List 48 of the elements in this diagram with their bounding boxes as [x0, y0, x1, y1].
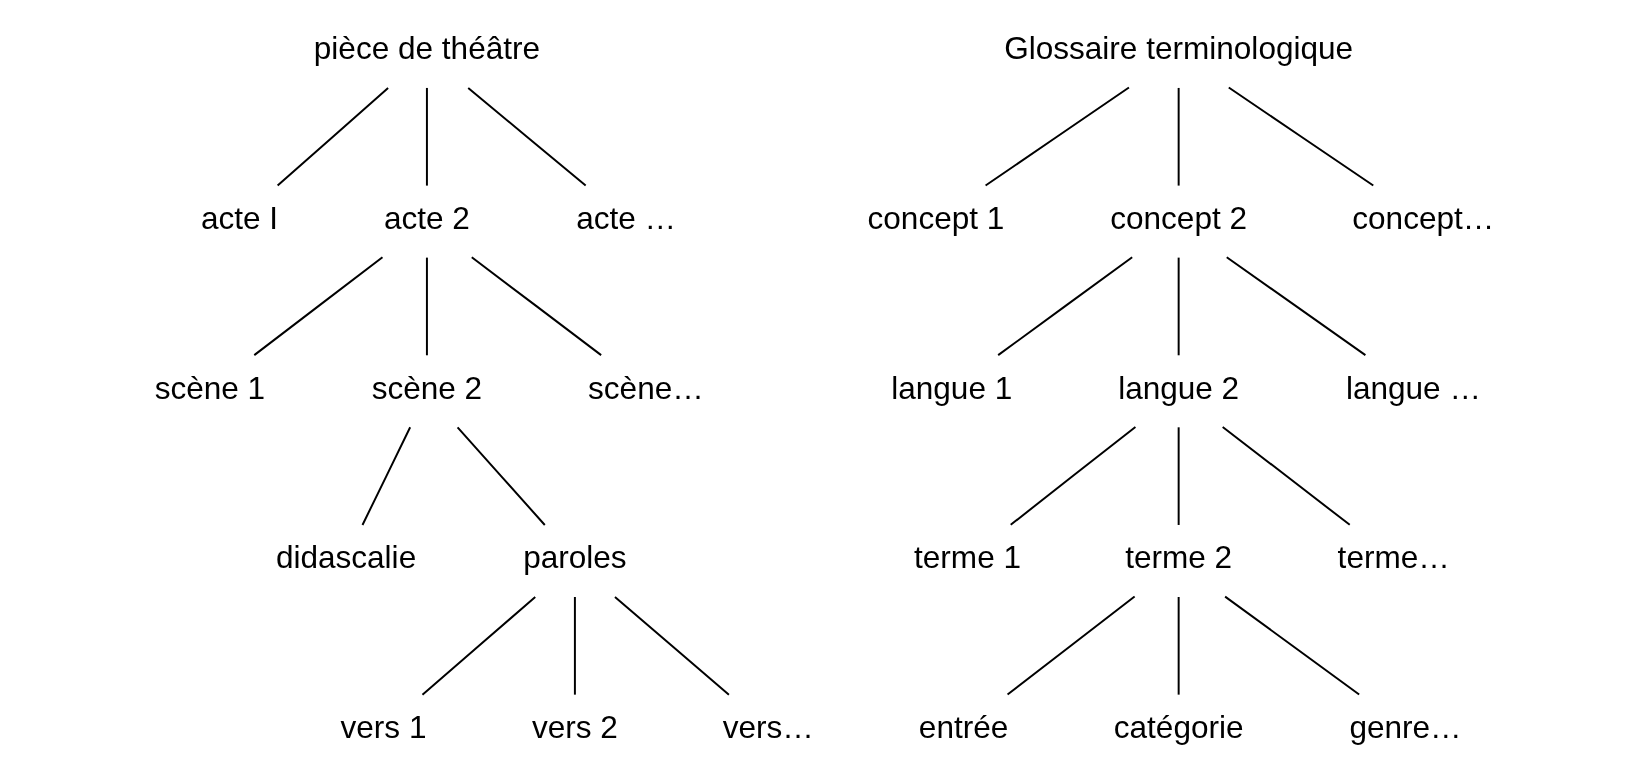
- connector: [425, 86, 428, 187]
- connector: [1009, 425, 1137, 526]
- node-text: concept…: [1352, 199, 1495, 236]
- node-text: genre…: [1349, 708, 1462, 745]
- connector: [1177, 86, 1180, 187]
- node-text: didascalie: [275, 539, 417, 576]
- node-text: terme 2: [1125, 539, 1233, 576]
- node-text: acte …: [576, 199, 677, 236]
- connector: [421, 596, 537, 696]
- node-text: langue …: [1345, 369, 1481, 406]
- connector: [1224, 595, 1361, 696]
- node-text: vers 2: [531, 708, 618, 745]
- connector: [1177, 426, 1180, 526]
- node-text: acte 2: [383, 199, 470, 236]
- node-text: vers 1: [340, 708, 427, 745]
- node-text: pièce de théâtre: [313, 30, 541, 67]
- node-text: vers…: [722, 708, 814, 745]
- node-text: acte I: [200, 199, 279, 236]
- connector: [614, 596, 730, 696]
- connector: [470, 256, 603, 357]
- node-text: langue 1: [891, 369, 1013, 406]
- connector: [1225, 256, 1367, 357]
- connector: [467, 86, 587, 187]
- connector: [425, 256, 428, 357]
- node-text: scène 2: [371, 369, 483, 406]
- node-text: concept 1: [867, 199, 1005, 236]
- node-text: terme…: [1337, 539, 1450, 576]
- node-text: langue 2: [1118, 369, 1240, 406]
- connector: [361, 426, 412, 526]
- connector: [1227, 86, 1375, 187]
- node-text: Glossaire terminologique: [1004, 30, 1354, 67]
- connector: [276, 86, 390, 187]
- node-text: entrée: [918, 708, 1009, 745]
- connector: [984, 86, 1130, 187]
- connector: [1221, 425, 1351, 526]
- node-text: terme 1: [914, 539, 1022, 576]
- node-text: catégorie: [1113, 708, 1244, 745]
- connector: [1177, 256, 1180, 357]
- node-text: paroles: [523, 539, 627, 576]
- node-text: concept 2: [1110, 199, 1248, 236]
- connector: [1006, 595, 1136, 696]
- connector: [1177, 596, 1180, 696]
- connector: [997, 256, 1134, 357]
- node-text: scène…: [588, 369, 704, 406]
- connector: [573, 596, 576, 696]
- connector: [253, 256, 384, 357]
- connector: [456, 426, 546, 526]
- node-text: scène 1: [154, 369, 266, 406]
